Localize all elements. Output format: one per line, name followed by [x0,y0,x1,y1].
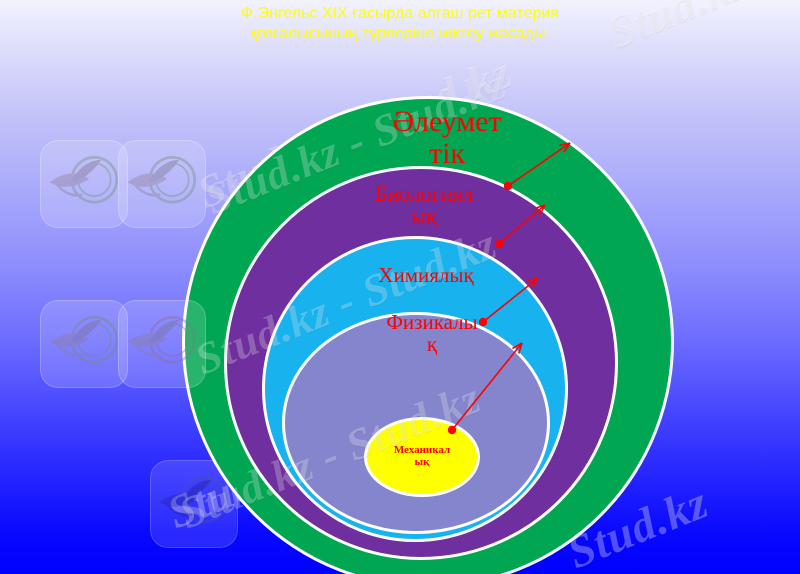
hummingbird-logo-icon [40,140,128,228]
hummingbird-logo-icon [118,140,206,228]
hummingbird-logo-icon [40,300,128,388]
slide-title-line1: Ф.Энгельс XIX ғасырда алғаш рет материя [241,5,559,22]
ring-mechanical[interactable] [364,417,480,497]
slide-title-line2: қозғалысының түрлеріне жіктеу жасады. [250,25,550,42]
slide-title: Ф.Энгельс XIX ғасырда алғаш рет материя … [0,4,800,44]
